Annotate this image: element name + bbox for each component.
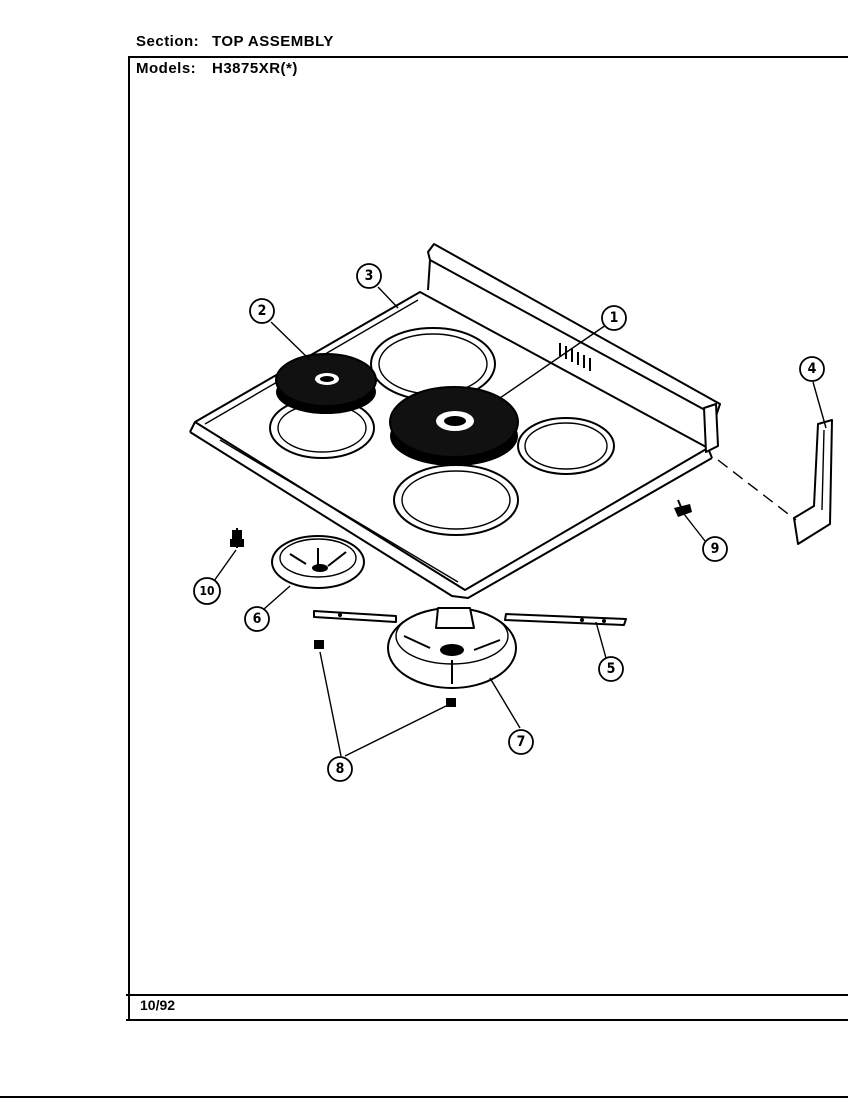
svg-text:9: 9 xyxy=(711,541,720,557)
svg-text:10: 10 xyxy=(199,584,214,598)
svg-text:1: 1 xyxy=(610,310,619,326)
vent-slots xyxy=(559,343,591,371)
frame-top-rule xyxy=(130,56,848,58)
callout-5: 5 xyxy=(598,656,624,682)
svg-text:4: 4 xyxy=(808,361,817,377)
callout-9: 9 xyxy=(702,536,728,562)
large-solid-element xyxy=(389,386,519,466)
callout-3: 3 xyxy=(356,263,382,289)
svg-text:2: 2 xyxy=(258,303,267,319)
revision-date: 10/92 xyxy=(140,997,176,1013)
callout-1: 1 xyxy=(601,305,627,331)
large-drip-pan xyxy=(387,607,517,689)
svg-text:5: 5 xyxy=(607,661,616,677)
callout-4: 4 xyxy=(799,356,825,382)
leader-lines xyxy=(213,286,827,757)
page-edge-rule xyxy=(0,1096,848,1098)
end-trim xyxy=(717,419,833,545)
models-row: Models: H3875XR(*) xyxy=(136,60,298,77)
callout-6: 6 xyxy=(244,606,270,632)
frame-left-rule xyxy=(128,56,130,1021)
model-number: H3875XR(*) xyxy=(212,60,298,77)
screw-9 xyxy=(674,499,692,517)
models-label: Models: xyxy=(136,60,197,77)
nut-8a xyxy=(314,640,324,649)
section-label: Section: xyxy=(136,33,200,50)
nut-8b xyxy=(446,698,456,707)
frame-footer-rule xyxy=(126,994,848,996)
section-row: Section: TOP ASSEMBLY xyxy=(136,33,334,50)
screw-10 xyxy=(230,528,244,548)
frame-bottom-rule xyxy=(126,1019,848,1021)
section-title: TOP ASSEMBLY xyxy=(212,33,334,50)
small-solid-element xyxy=(275,353,377,414)
svg-text:6: 6 xyxy=(253,611,262,627)
svg-text:3: 3 xyxy=(365,268,374,284)
callout-8: 8 xyxy=(327,756,353,782)
svg-text:8: 8 xyxy=(336,761,345,777)
callout-10: 10 xyxy=(193,577,221,605)
small-drip-pan xyxy=(271,535,365,589)
callout-7: 7 xyxy=(508,729,534,755)
callout-2: 2 xyxy=(249,298,275,324)
svg-text:7: 7 xyxy=(517,734,526,750)
